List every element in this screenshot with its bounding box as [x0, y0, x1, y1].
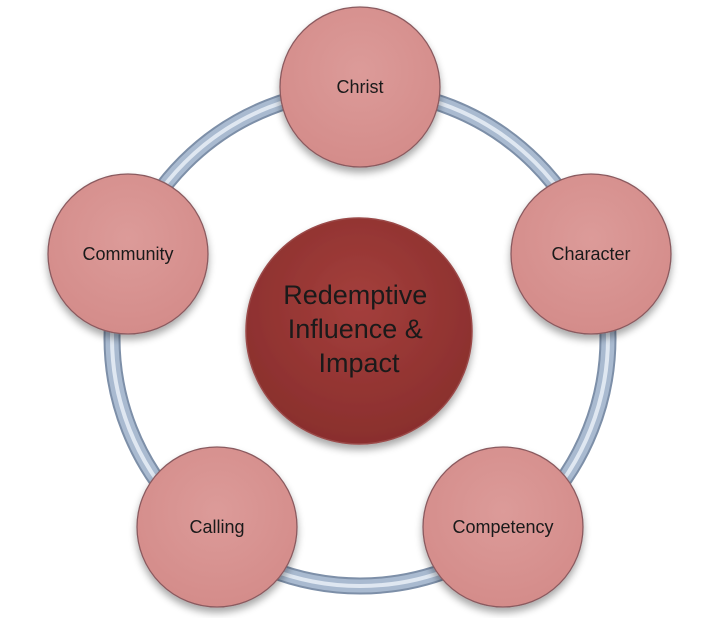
- node-calling: Calling: [136, 446, 298, 608]
- center-label-line-3: Impact: [318, 348, 400, 378]
- center-label-line-2: Influence &: [288, 314, 423, 344]
- node-christ: Christ: [279, 6, 441, 168]
- svg-text:Redemptive Influence &: Redemptive Influence & Impact: [283, 280, 435, 378]
- node-label-competency: Competency: [452, 517, 553, 537]
- center-label-line-1: Redemptive: [283, 280, 427, 310]
- node-label-community: Community: [82, 244, 173, 264]
- node-label-character: Character: [551, 244, 630, 264]
- node-label-christ: Christ: [336, 77, 383, 97]
- node-label-calling: Calling: [189, 517, 244, 537]
- node-character: Character: [510, 173, 672, 335]
- center-circle: Redemptive Influence & Impact: [245, 217, 473, 445]
- node-community: Community: [47, 173, 209, 335]
- node-competency: Competency: [422, 446, 584, 608]
